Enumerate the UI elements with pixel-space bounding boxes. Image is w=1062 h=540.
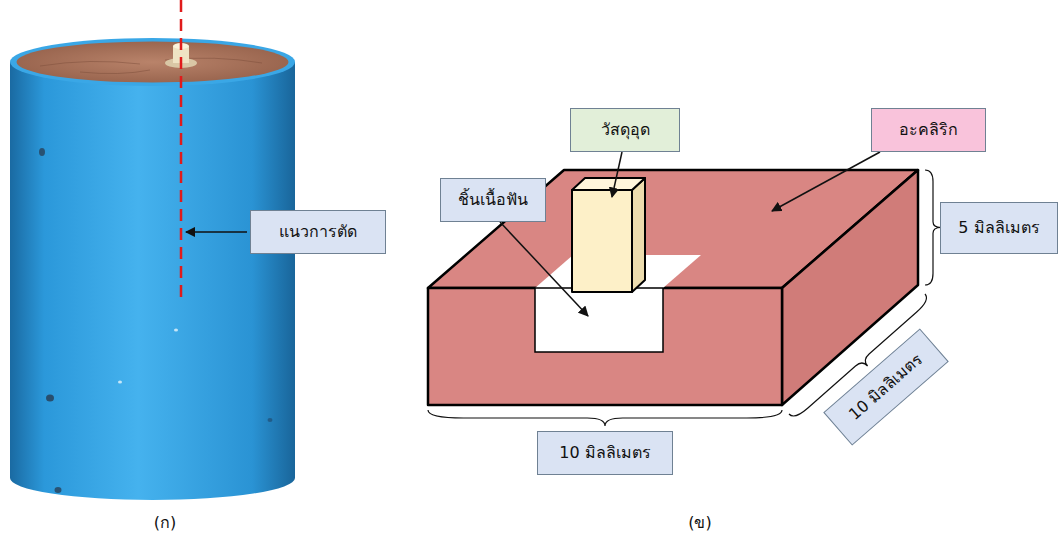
label-text: 10 มิลลิเมตร	[842, 347, 929, 426]
restorative-material	[572, 178, 645, 292]
callout-box: วัสดุอุด	[570, 108, 680, 152]
label-text: วัสดุอุด	[585, 120, 665, 140]
callout-box: แนวการตัด	[250, 210, 386, 254]
label-text: อะคลิริก	[886, 120, 971, 140]
acrylic-block	[428, 170, 918, 405]
callout-box: ชิ้นเนื้อฟัน	[440, 178, 546, 222]
dimension-box: 5 มิลลิเมตร	[940, 202, 1058, 254]
panel-label: (ก)	[154, 510, 176, 535]
leader-arrow	[772, 152, 880, 211]
leader-arrow	[612, 152, 622, 197]
label-text: ชิ้นเนื้อฟัน	[455, 190, 531, 210]
dimension-brace	[925, 170, 941, 285]
leader-arrow	[500, 222, 588, 316]
dimension-box: 10 มิลลิเมตร	[537, 431, 673, 475]
callout-box: อะคลิริก	[871, 108, 986, 152]
cut-line	[180, 0, 183, 302]
specimen-cylinder	[10, 38, 295, 500]
dimension-brace	[428, 410, 782, 426]
leader-arrow	[186, 231, 247, 233]
panel-label: (ข)	[688, 510, 711, 535]
label-text: 10 มิลลิเมตร	[552, 443, 658, 463]
label-text: แนวการตัด	[265, 222, 371, 242]
label-text: 5 มิลลิเมตร	[955, 218, 1043, 238]
